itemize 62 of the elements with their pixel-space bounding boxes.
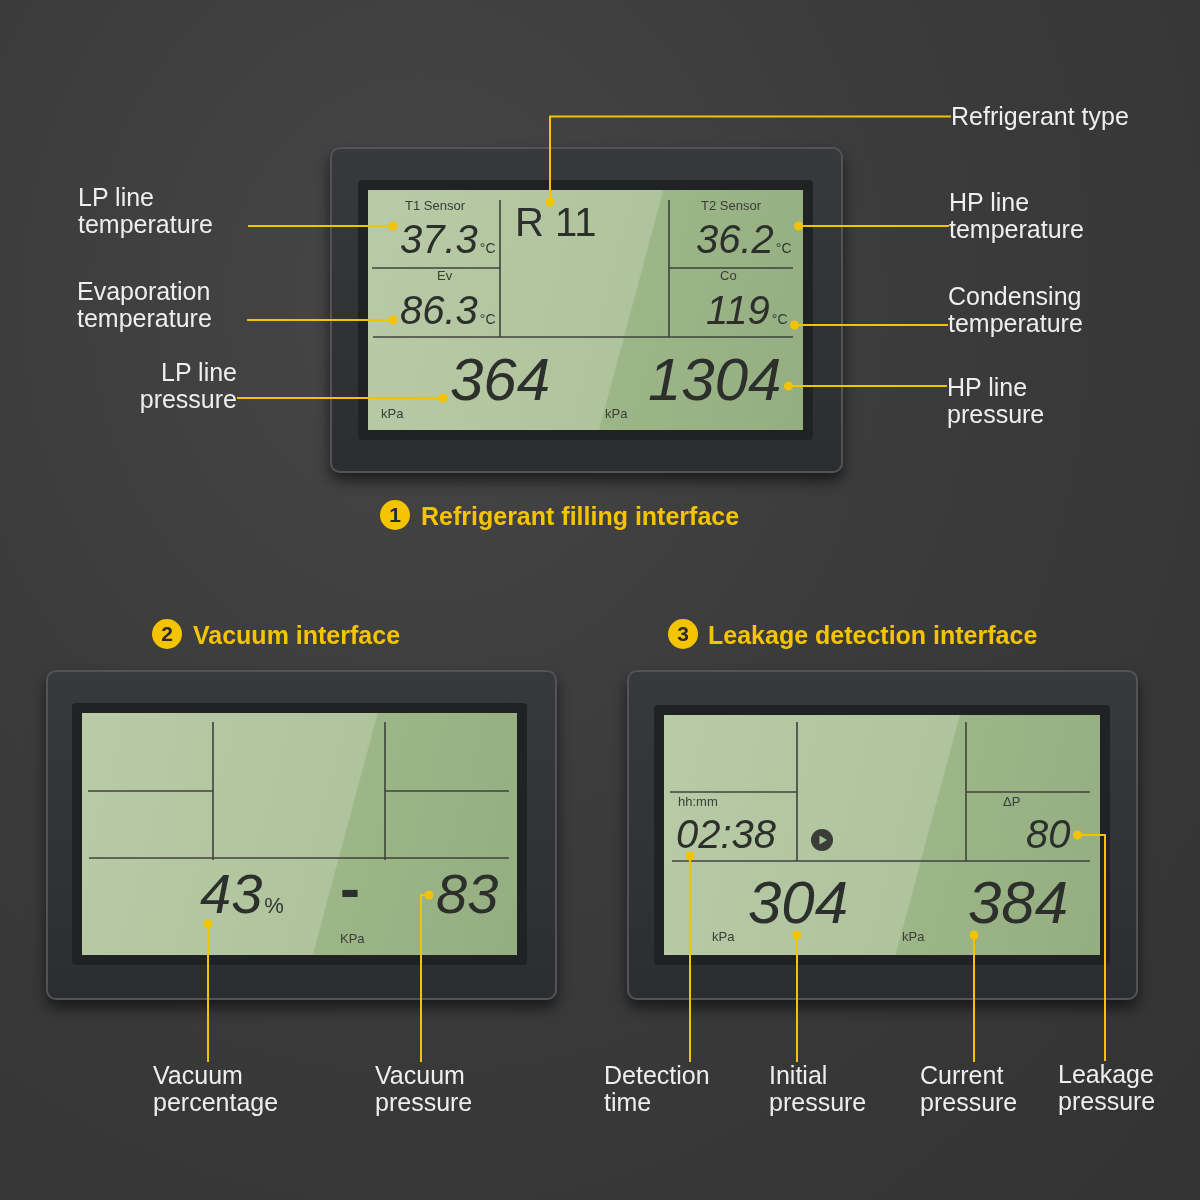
lcd-caption: hh:mm [678, 795, 718, 810]
lcd-reading: 37.3 [400, 219, 478, 259]
lcd-caption: kPa [381, 407, 404, 422]
lcd-caption: T1 Sensor [405, 199, 465, 214]
callout-label: Current pressure [920, 1062, 1045, 1116]
lcd-caption: kPa [605, 407, 628, 422]
leader-line [545, 115, 952, 207]
leader-line [246, 315, 398, 325]
callout-label: Leakage pressure [1058, 1061, 1183, 1115]
lcd-reading: 36.2 [696, 219, 774, 259]
callout-label: HP line temperature [949, 189, 1119, 243]
lcd-reading: 43 [200, 866, 263, 922]
lcd-caption: Co [720, 269, 737, 284]
section-heading: Refrigerant filling interface [421, 501, 740, 531]
minus-sign: - [340, 859, 360, 919]
lcd-caption: Ev [437, 269, 453, 284]
leader-line [792, 930, 802, 1063]
section-heading: Leakage detection interface [708, 620, 1038, 650]
lcd-reading: 80 [1026, 814, 1071, 854]
lcd-reading: 83 [436, 866, 499, 922]
leader-line [790, 320, 949, 330]
unit-label: °C [771, 312, 788, 326]
leader-line [236, 393, 448, 403]
unit-label: °C [479, 312, 496, 326]
step-number: 3 [668, 619, 698, 649]
callout-label: Evaporation temperature [77, 278, 247, 332]
leader-line [969, 930, 979, 1063]
lcd-reading: 384 [968, 873, 1069, 933]
lcd-reading: 119 [706, 290, 770, 330]
leader-line [247, 221, 398, 231]
unit-label: °C [479, 241, 496, 255]
lcd-caption: ΔP [1003, 795, 1021, 810]
unit-label: °C [775, 241, 792, 255]
leader-line [203, 919, 213, 1063]
callout-label: Vacuum pressure [375, 1062, 505, 1116]
callout-label: HP line pressure [947, 374, 1077, 428]
leader-line [794, 221, 950, 231]
lcd-caption: kPa [712, 930, 735, 945]
lcd-caption: kPa [902, 930, 925, 945]
callout-label: LP line temperature [78, 184, 248, 238]
lcd-caption: KPa [340, 932, 365, 947]
callout-label: Refrigerant type [951, 103, 1129, 130]
step-number: 1 [380, 500, 410, 530]
lcd-reading: 02:38 [676, 814, 777, 854]
lcd-caption: T2 Sensor [701, 199, 761, 214]
leader-line [420, 890, 434, 1063]
callout-label: Detection time [604, 1062, 734, 1116]
lcd-reading: 364 [450, 350, 551, 410]
lcd-reading: 304 [748, 873, 849, 933]
callout-label: LP line pressure [100, 359, 237, 413]
callout-label: Initial pressure [769, 1062, 899, 1116]
callout-label: Vacuum percentage [153, 1062, 313, 1116]
leader-line [784, 381, 948, 391]
lcd-reading: 1304 [648, 350, 782, 410]
step-number: 2 [152, 619, 182, 649]
lcd-reading: 86.3 [400, 290, 478, 330]
leader-line [685, 851, 695, 1063]
callout-label: Condensing temperature [948, 283, 1118, 337]
section-heading: Vacuum interface [193, 620, 401, 650]
lcd-reading: R 11 [515, 202, 597, 242]
leader-line [1073, 830, 1106, 1062]
unit-label: % [264, 895, 284, 917]
